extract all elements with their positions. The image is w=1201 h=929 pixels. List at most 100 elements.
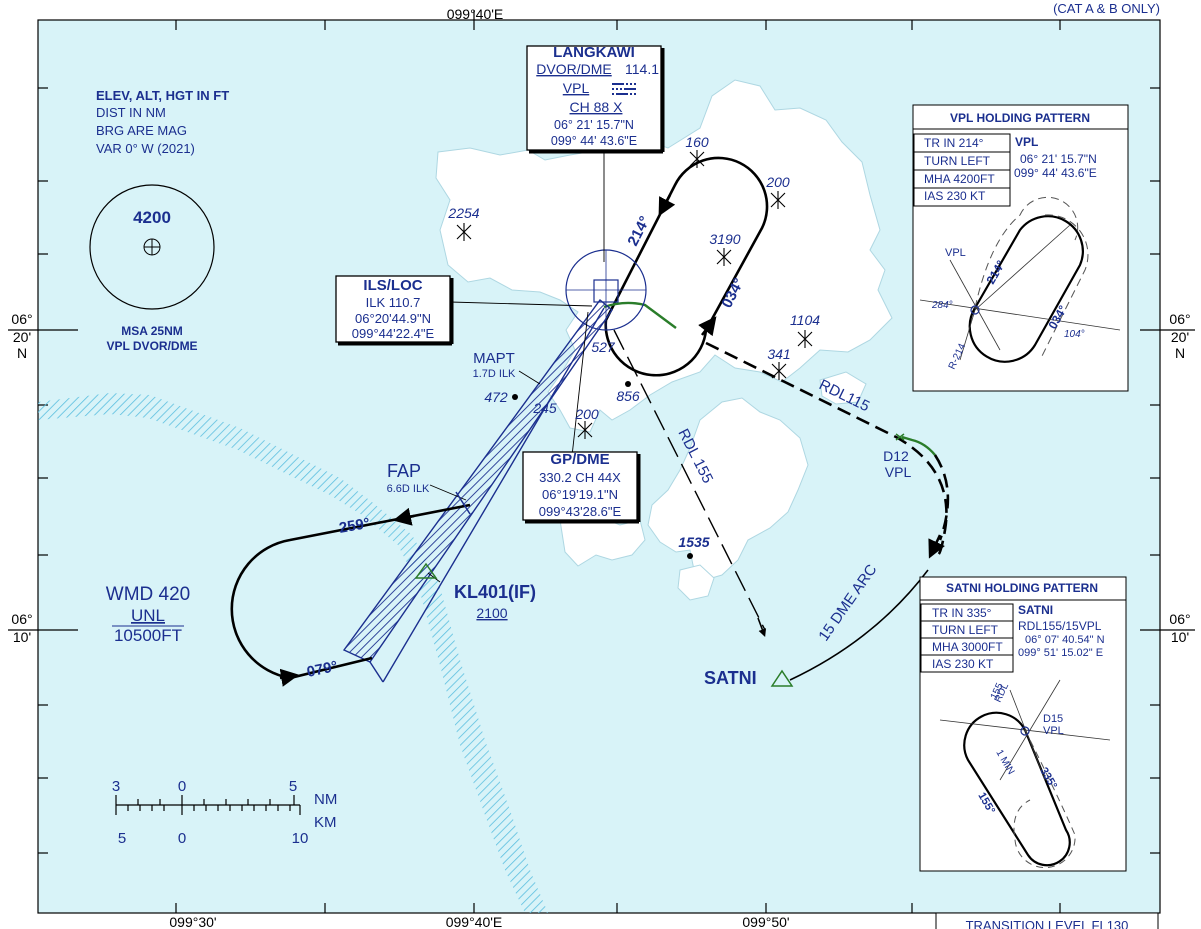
track-079: 079°	[305, 658, 339, 681]
ils-lon: 099°44'22.4"E	[352, 326, 435, 341]
kl401-alt: 2100	[476, 605, 507, 621]
scale-km-3: 10	[292, 830, 309, 847]
header-note: (CAT A & B ONLY)	[1053, 1, 1160, 16]
fap-mark	[455, 491, 471, 515]
wmd-name: WMD 420	[106, 584, 190, 605]
msa-circle	[89, 184, 215, 310]
scale-km-unit: KM	[314, 814, 337, 831]
elev-1104: 1104	[790, 312, 820, 328]
scale-labels: 3 0 5 5 0 10 NM KM	[112, 778, 338, 847]
gp-title: GP/DME	[550, 451, 609, 468]
langkawi-box	[526, 45, 662, 151]
lat-left-lower-2: 10'	[13, 629, 31, 645]
lat-right-lower-2: 10'	[1171, 629, 1189, 645]
satni-diag-vpl: VPL	[1043, 725, 1064, 737]
lat-left-upper-1: 06°	[11, 311, 32, 327]
langkawi-freq: 114.1	[625, 61, 659, 77]
wmd-boundary-hatch	[38, 393, 548, 913]
scale-nm-2: 0	[178, 778, 186, 795]
lat-right-upper-3: N	[1175, 345, 1185, 361]
ils-lat: 06°20'44.9"N	[355, 311, 431, 326]
d12-name: D12	[883, 448, 909, 464]
satni-holding-title: SATNI HOLDING PATTERN	[946, 581, 1098, 595]
note-2: DIST IN NM	[96, 105, 166, 120]
satni-holding-panel	[919, 576, 1127, 872]
arrow-034	[698, 316, 717, 337]
elev-1535: 1535	[678, 534, 709, 550]
gp-lon: 099°43'28.6"E	[539, 504, 622, 519]
elev-527: 527	[591, 339, 616, 355]
elev-200b: 200	[574, 406, 599, 422]
lon-bottom-1: 099°30'	[169, 914, 216, 929]
vpl-hold-fix: VPL	[1015, 135, 1038, 149]
elev-856: 856	[616, 388, 640, 404]
mapt-name: MAPT	[473, 350, 515, 367]
d12-sub: VPL	[885, 464, 912, 480]
gp-box	[522, 451, 638, 521]
elev-3190: 3190	[709, 231, 740, 247]
elev-2254: 2254	[447, 205, 479, 221]
langkawi-title: LANGKAWI	[553, 44, 635, 61]
d12-fix	[895, 433, 905, 441]
gp-freq: 330.2 CH 44X	[539, 470, 621, 485]
satni-hold-rdl: RDL155/15VPL	[1018, 619, 1102, 633]
lat-right-lower-1: 06°	[1169, 611, 1190, 627]
holding-racetrack	[604, 156, 769, 377]
satni-hold-row-3: MHA 3000FT	[932, 640, 1003, 654]
vpl-diag-104: 104°	[1064, 329, 1085, 340]
rdl115-track	[705, 341, 948, 556]
satni-triangle	[770, 669, 794, 687]
vpl-hold-row-1: TR IN 214°	[924, 136, 984, 150]
vpl-compass-rose	[565, 249, 647, 331]
vpl-hold-row-3: MHA 4200FT	[924, 172, 995, 186]
vpl-holding-panel	[912, 104, 1129, 392]
note-4: VAR 0° W (2021)	[96, 141, 195, 156]
lat-right-upper-1: 06°	[1169, 311, 1190, 327]
intermediate-racetrack	[230, 503, 471, 680]
lead-in-green	[603, 301, 677, 329]
scale-nm-3: 5	[289, 778, 297, 795]
langkawi-ident: VPL	[563, 80, 590, 96]
d12-green	[901, 435, 936, 456]
transition-box	[935, 912, 1159, 929]
final-approach-wedge	[342, 298, 613, 663]
note-1: ELEV, ALT, HGT IN FT	[96, 88, 229, 103]
small-island-south	[677, 564, 715, 601]
satni-hold-lat: 06° 07' 40.54" N	[1025, 634, 1105, 646]
scale-nm-unit: NM	[314, 791, 337, 808]
main-island	[435, 79, 893, 433]
langkawi-lat: 06° 21' 15.7"N	[554, 118, 634, 132]
elev-160: 160	[685, 134, 709, 150]
ils-box	[335, 275, 451, 343]
satni-hold-row-1: TR IN 335°	[932, 606, 992, 620]
msa-altitude: 4200	[133, 208, 171, 227]
spot-elevations	[512, 381, 693, 559]
satni-hold-lon: 099° 51' 15.02" E	[1018, 647, 1103, 659]
vpl-hold-row-4: IAS 230 KT	[924, 189, 986, 203]
rdl155-line	[613, 329, 766, 631]
lat-left-upper-2: 20'	[13, 329, 31, 345]
obstacle-symbols	[456, 150, 813, 439]
mapt-sub: 1.7D ILK	[473, 368, 516, 380]
kl401-triangle	[414, 562, 438, 579]
lon-bottom-2: 099°40'E	[446, 914, 503, 929]
note-3: BRG ARE MAG	[96, 123, 187, 138]
vpl-hold-lat: 06° 21' 15.7"N	[1020, 152, 1097, 166]
ils-title: ILS/LOC	[363, 277, 422, 294]
satni-hold-row-4: IAS 230 KT	[932, 657, 994, 671]
scale-nm-1: 3	[112, 778, 120, 795]
vpl-diag-284: 284°	[931, 300, 953, 311]
scale-km-2: 0	[178, 830, 186, 847]
lat-left-upper-3: N	[17, 345, 27, 361]
dme-arc	[789, 569, 929, 681]
msa-line2: VPL DVOR/DME	[106, 339, 197, 353]
morse-icon	[612, 83, 636, 95]
south-island	[647, 397, 809, 581]
elev-341: 341	[767, 346, 790, 362]
track-259: 259°	[338, 515, 372, 537]
fap-name: FAP	[387, 461, 421, 481]
lon-top: 099°40'E	[447, 6, 504, 22]
wmd-upper: UNL	[131, 606, 165, 625]
langkawi-lon: 099° 44' 43.6"E	[551, 134, 637, 148]
scale-km-1: 5	[118, 830, 126, 847]
